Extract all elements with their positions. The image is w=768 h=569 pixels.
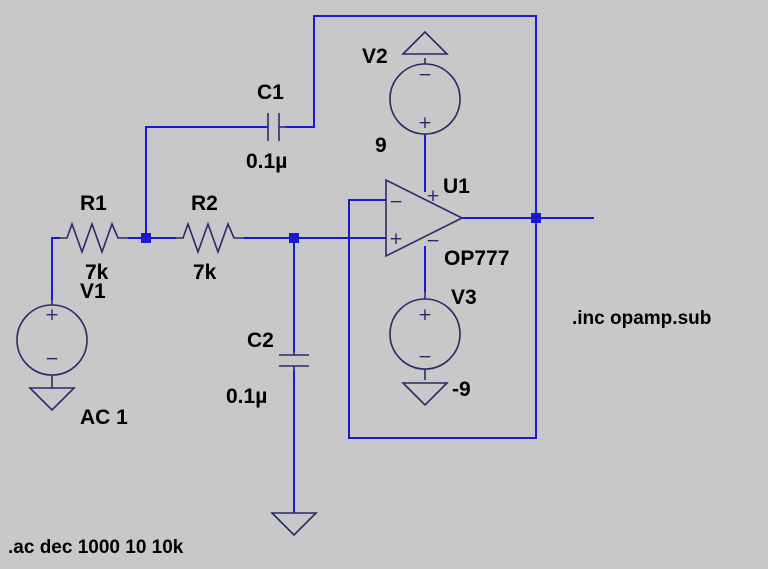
- ground-v1-icon: [28, 387, 76, 412]
- v3-minus-sign: −: [418, 347, 432, 367]
- label-c1-name: C1: [257, 81, 284, 104]
- capacitor-c2[interactable]: [279, 352, 309, 370]
- label-v1-value: AC 1: [80, 406, 128, 429]
- capacitor-c1[interactable]: [267, 113, 286, 141]
- voltage-source-v2[interactable]: − +: [389, 58, 461, 136]
- junction-node-b[interactable]: [289, 233, 299, 243]
- opamp-vminus-sign: −: [426, 231, 440, 251]
- ground-c2-icon: [270, 512, 318, 537]
- label-r1-value: 7k: [85, 261, 109, 284]
- opamp-u1-triangle: [385, 178, 464, 258]
- label-c2-name: C2: [247, 329, 274, 352]
- label-v3-name: V3: [451, 286, 477, 309]
- label-c2-value: 0.1µ: [226, 385, 267, 408]
- label-c1-value: 0.1µ: [246, 150, 287, 173]
- junction-node-a[interactable]: [141, 233, 151, 243]
- opamp-u1[interactable]: − + + −: [385, 178, 464, 258]
- label-u1-name: U1: [443, 175, 470, 198]
- opamp-vplus-sign: +: [426, 186, 440, 206]
- v2-plus-sign: +: [418, 113, 432, 133]
- v3-plus-sign: +: [418, 305, 432, 325]
- label-v3-value: -9: [452, 378, 471, 401]
- directive-ac-analysis[interactable]: .ac dec 1000 10 10k: [8, 537, 184, 558]
- wire-node-a-c1[interactable]: [145, 126, 268, 238]
- opamp-inverting-sign: −: [389, 192, 403, 212]
- ground-v3-icon: [401, 382, 449, 407]
- wire-unity-feedback[interactable]: [348, 199, 537, 439]
- v2-minus-sign: −: [418, 65, 432, 85]
- v1-minus-sign: −: [45, 349, 59, 369]
- directive-include[interactable]: .inc opamp.sub: [572, 308, 711, 329]
- label-r2-value: 7k: [193, 261, 217, 284]
- voltage-source-v1[interactable]: + −: [16, 300, 88, 388]
- junction-output[interactable]: [531, 213, 541, 223]
- resistor-r1[interactable]: [60, 221, 128, 255]
- label-u1-model: OP777: [444, 247, 509, 270]
- wires: [51, 15, 594, 513]
- opamp-noninverting-sign: +: [389, 229, 403, 249]
- label-v2-name: V2: [362, 45, 388, 68]
- label-r2-name: R2: [191, 192, 218, 215]
- ground-v2-icon: [401, 30, 449, 55]
- wire-v1-r1[interactable]: [51, 237, 60, 300]
- resistor-r2[interactable]: [176, 221, 244, 255]
- voltage-source-v3[interactable]: + −: [389, 292, 461, 380]
- label-v1-name: V1: [80, 280, 106, 303]
- label-r1-name: R1: [80, 192, 107, 215]
- label-v2-value: 9: [375, 134, 387, 157]
- v1-plus-sign: +: [45, 305, 59, 325]
- resistor-r2-zigzag: [176, 221, 244, 255]
- resistor-r1-zigzag: [60, 221, 128, 255]
- wire-c1-feedback[interactable]: [286, 15, 537, 218]
